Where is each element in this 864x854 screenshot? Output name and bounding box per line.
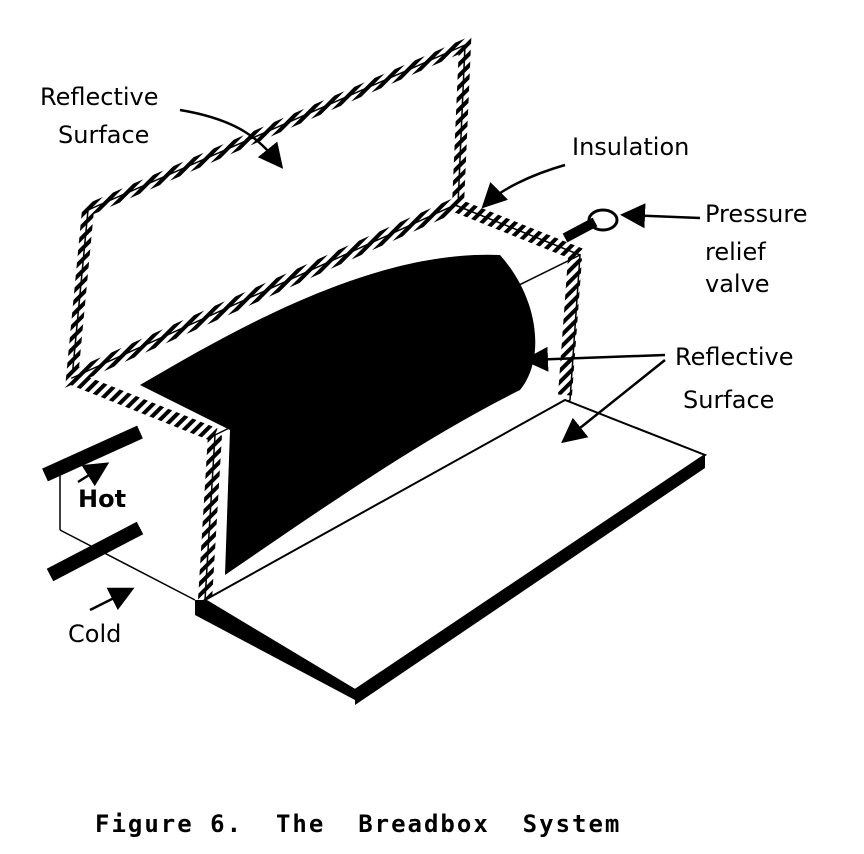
label-hot: Hot [78,485,126,513]
leader-arrows [77,108,701,612]
water-tank [140,254,536,575]
base-reflective-plate [195,398,708,705]
pressure-relief-valve [562,208,619,243]
label-reflective-surface-side: Reflective Surface [675,343,801,414]
label-insulation: Insulation [572,133,689,161]
hot-pipe [42,425,196,601]
cold-pipe [46,521,144,582]
label-reflective-surface-lid: Reflective Surface [40,83,166,149]
figure-caption: Figure 6. The Breadbox System [95,810,621,838]
label-cold: Cold [68,620,121,648]
label-pressure-relief-valve: Pressure relief valve [705,200,815,298]
